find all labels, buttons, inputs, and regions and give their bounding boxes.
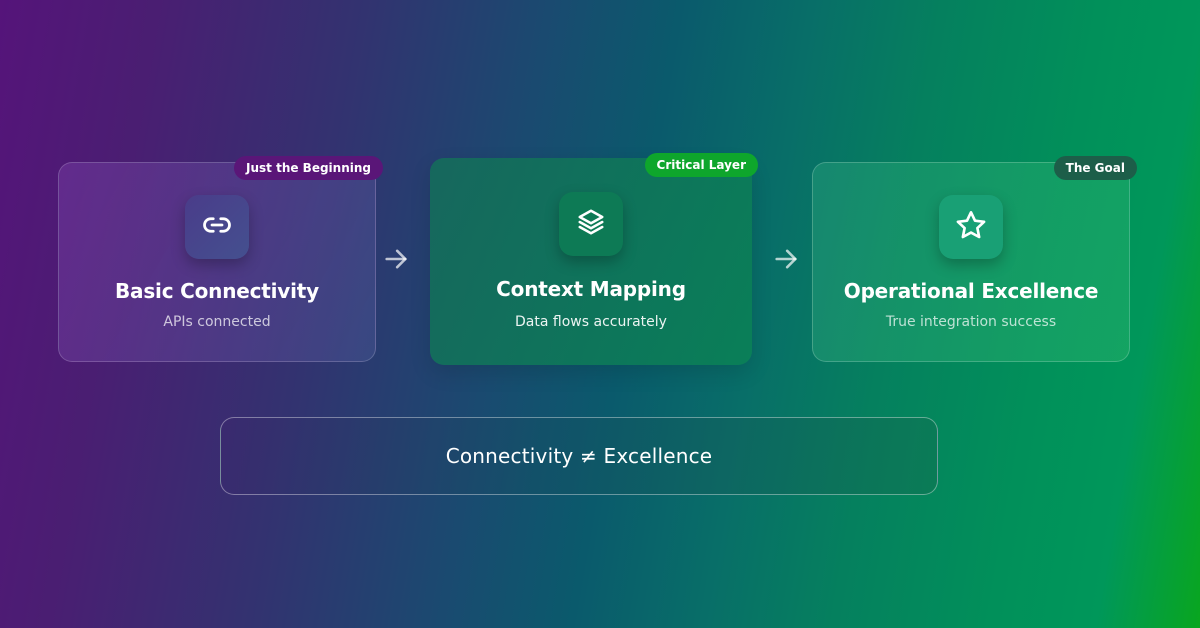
stage-badge: Just the Beginning <box>234 156 383 180</box>
icon-tile <box>939 195 1003 259</box>
summary-callout: Connectivity ≠ Excellence <box>220 417 938 495</box>
arrow-right-icon <box>771 244 801 274</box>
layers-icon <box>576 207 606 241</box>
stage-subtitle: Data flows accurately <box>515 314 667 330</box>
link-icon <box>202 210 232 244</box>
arrow-right-icon <box>381 244 411 274</box>
stage-card-basic-connectivity: Just the Beginning Basic Connectivity AP… <box>58 156 383 362</box>
stage-title: Context Mapping <box>496 277 686 301</box>
stage-subtitle: APIs connected <box>163 314 271 330</box>
stage-subtitle: True integration success <box>885 314 1057 330</box>
summary-text: Connectivity ≠ Excellence <box>445 444 713 468</box>
stage-card-context-mapping: Critical Layer Context Mapping Data flow… <box>430 153 758 365</box>
stage-title: Operational Excellence <box>843 279 1099 303</box>
icon-tile <box>185 195 249 259</box>
stage-badge: The Goal <box>1053 156 1137 180</box>
stage-card-operational-excellence: The Goal Operational Excellence True int… <box>812 156 1137 362</box>
star-icon <box>955 209 987 245</box>
stage-title: Basic Connectivity <box>115 279 319 303</box>
icon-tile <box>559 192 623 256</box>
stage-badge: Critical Layer <box>644 153 758 177</box>
